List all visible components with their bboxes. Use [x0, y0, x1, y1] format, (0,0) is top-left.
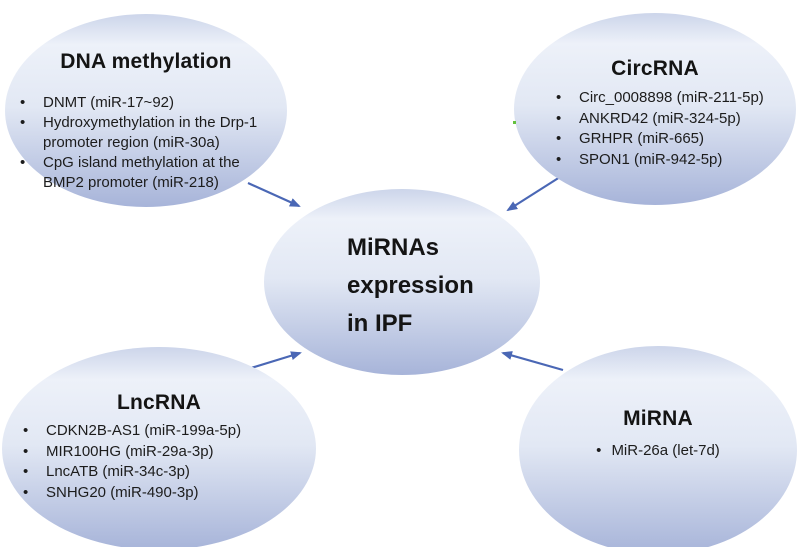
node-title-circrna: CircRNA	[611, 57, 699, 80]
list-item-text: MiR-26a (let-7d)	[611, 442, 720, 459]
node-dna-methylation: DNA methylation • DNMT (miR-17~92) • Hyd…	[5, 14, 287, 207]
node-lncrna-item-list: • CDKN2B-AS1 (miR-199a-5p) • MIR100HG (m…	[18, 421, 302, 503]
list-item: • CDKN2B-AS1 (miR-199a-5p)	[18, 421, 302, 442]
list-item: • SNHG20 (miR-490-3p)	[18, 483, 302, 504]
list-item-text: Hydroxymethylation in the Drp-1 promoter…	[43, 114, 258, 151]
node-title-lncrna: LncRNA	[116, 391, 202, 414]
node-dna-item-list: • DNMT (miR-17~92) • Hydroxymethylation …	[15, 93, 277, 193]
list-item: • LncATB (miR-34c-3p)	[18, 462, 302, 483]
bullet-icon: •	[23, 442, 29, 460]
node-title-mirna: MiRNA	[623, 407, 693, 430]
node-mirna: MiRNA • MiR-26a (let-7d)	[519, 346, 797, 547]
center-title-line: MiRNAs	[347, 234, 440, 261]
list-item-text: CpG island methylation at the BMP2 promo…	[43, 154, 240, 191]
node-circrna-item-list: • Circ_0008898 (miR-211-5p) • ANKRD42 (m…	[551, 88, 789, 170]
bullet-icon: •	[23, 463, 29, 480]
list-item-text: DNMT (miR-17~92)	[43, 94, 174, 111]
list-item-text: GRHPR (miR-665)	[579, 130, 705, 147]
list-item-text: LncATB (miR-34c-3p)	[46, 463, 190, 480]
bullet-icon: •	[556, 130, 562, 147]
center-title-line: expression	[347, 272, 474, 299]
node-mirna-item-list: • MiR-26a (let-7d)	[519, 441, 797, 462]
bullet-icon: •	[556, 150, 562, 168]
list-item: • ANKRD42 (miR-324-5p)	[551, 109, 789, 130]
list-item-text: MIR100HG (miR-29a-3p)	[46, 442, 214, 460]
list-item: • SPON1 (miR-942-5p)	[551, 150, 789, 171]
list-item: • CpG island methylation at the BMP2 pro…	[15, 153, 277, 193]
node-center-mirnas-expression: MiRNAs expression in IPF	[264, 189, 540, 375]
bullet-icon: •	[556, 109, 562, 127]
bullet-icon: •	[23, 422, 29, 439]
arrow-mir-to-center	[501, 351, 564, 372]
list-item: • MIR100HG (miR-29a-3p)	[18, 442, 302, 463]
node-title-dna: DNA methylation	[60, 50, 232, 73]
bullet-icon: •	[20, 114, 26, 131]
list-item-text: SNHG20 (miR-490-3p)	[46, 483, 199, 501]
list-item-text: CDKN2B-AS1 (miR-199a-5p)	[46, 422, 242, 439]
bullet-icon: •	[20, 94, 26, 111]
list-item: • GRHPR (miR-665)	[551, 129, 789, 150]
bullet-icon: •	[23, 483, 29, 501]
arrow-circ-to-center	[506, 176, 561, 212]
bullet-icon: •	[556, 89, 562, 106]
list-item: • MiR-26a (let-7d)	[519, 441, 797, 462]
list-item-text: Circ_0008898 (miR-211-5p)	[579, 89, 764, 106]
node-circrna: CircRNA • Circ_0008898 (miR-211-5p) • AN…	[514, 13, 796, 205]
node-lncrna: LncRNA • CDKN2B-AS1 (miR-199a-5p) • MIR1…	[2, 347, 316, 547]
center-title: MiRNAs expression in IPF	[347, 229, 474, 343]
bullet-icon: •	[20, 154, 26, 171]
green-dot-artifact	[513, 121, 516, 124]
list-item: • Circ_0008898 (miR-211-5p)	[551, 88, 789, 109]
list-item-text: SPON1 (miR-942-5p)	[579, 150, 723, 168]
bullet-icon: •	[596, 442, 602, 459]
center-title-line: in IPF	[347, 310, 413, 337]
list-item-text: ANKRD42 (miR-324-5p)	[579, 109, 741, 127]
list-item: • DNMT (miR-17~92)	[15, 93, 277, 113]
list-item: • Hydroxymethylation in the Drp-1 promot…	[15, 113, 277, 153]
